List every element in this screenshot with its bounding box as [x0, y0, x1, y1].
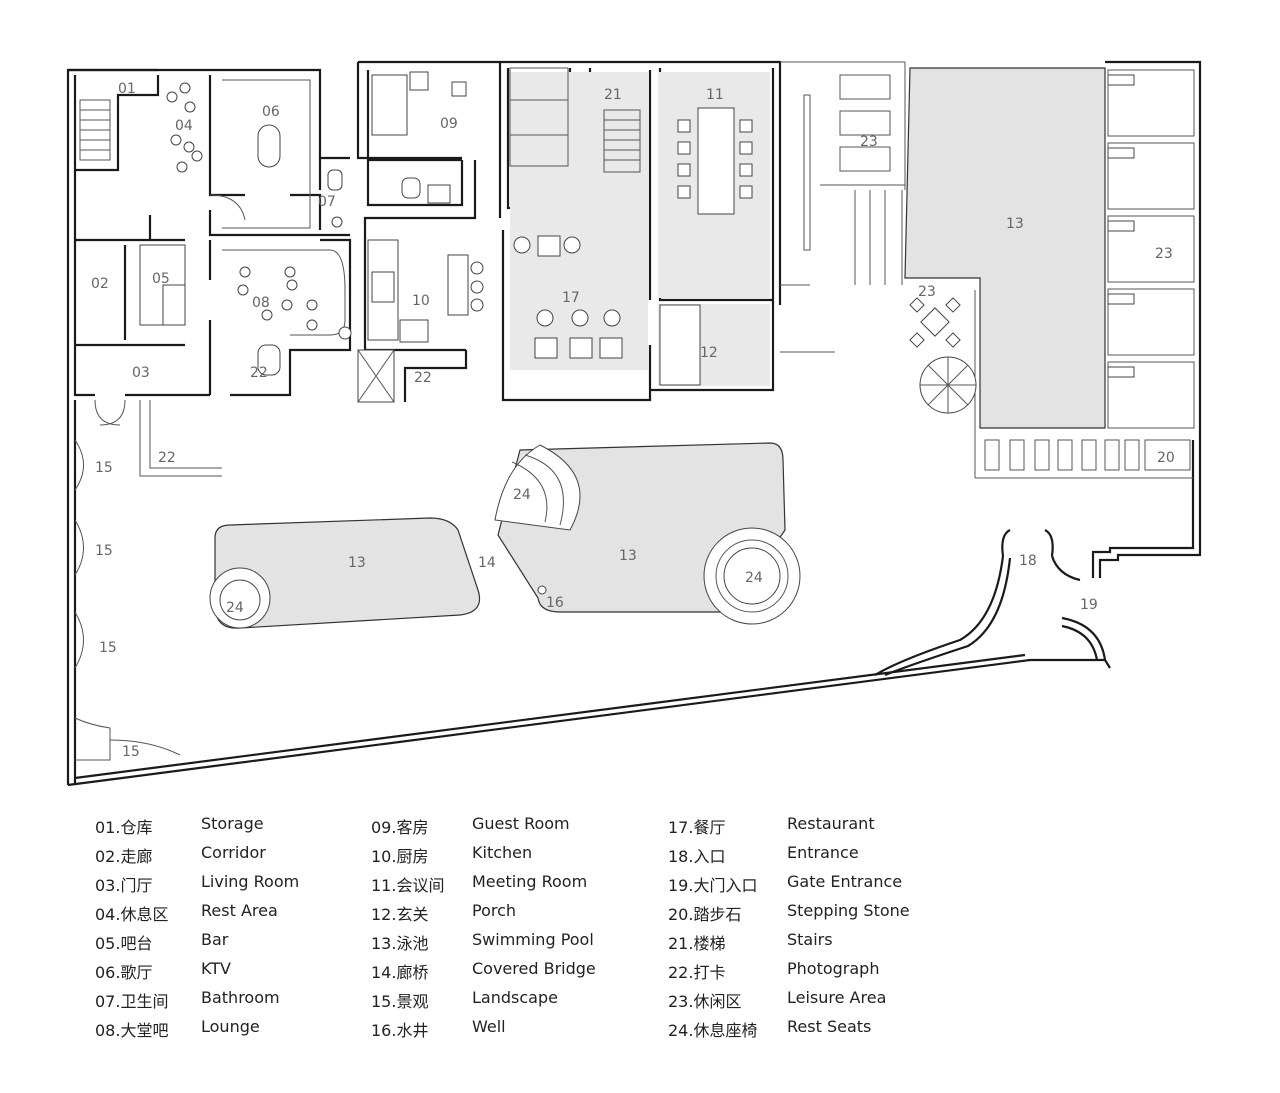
east-pool-area — [780, 61, 1195, 479]
legend-name: Bathroom — [201, 988, 280, 1007]
landscape-features — [74, 400, 1107, 761]
legend-name: KTV — [201, 959, 231, 978]
legend-name: Corridor — [201, 843, 266, 862]
label-08: 08 — [252, 295, 270, 311]
legend-name: Bar — [201, 930, 229, 949]
legend-name: Swimming Pool — [472, 930, 594, 949]
legend-name: Landscape — [472, 988, 558, 1007]
label-06: 06 — [262, 104, 280, 120]
label-15a: 15 — [95, 460, 113, 476]
legend-name: Guest Room — [472, 814, 570, 833]
label-15d: 15 — [122, 744, 140, 760]
label-22a: 22 — [250, 365, 268, 381]
label-18: 18 — [1019, 553, 1037, 569]
legend-code: 07.卫生间 — [95, 992, 169, 1011]
legend-code: 22.打卡 — [668, 963, 726, 982]
legend-code: 05.吧台 — [95, 934, 153, 953]
legend-code: 03.门厅 — [95, 876, 153, 895]
legend-code: 19.大门入口 — [668, 876, 758, 895]
label-15c: 15 — [99, 640, 117, 656]
legend-name: Rest Seats — [787, 1017, 872, 1036]
label-24c: 24 — [745, 570, 763, 586]
label-20: 20 — [1157, 450, 1175, 466]
label-16: 16 — [546, 595, 564, 611]
label-09: 09 — [440, 116, 458, 132]
legend-code: 14.廊桥 — [371, 963, 429, 982]
label-22b: 22 — [414, 370, 432, 386]
legend-name: Gate Entrance — [787, 872, 903, 891]
label-23a: 23 — [860, 134, 878, 150]
legend-name: Entrance — [787, 843, 859, 862]
legend-code: 09.客房 — [371, 818, 429, 837]
middle-wing-walls — [356, 60, 502, 403]
legend-name: Lounge — [201, 1017, 260, 1036]
label-02: 02 — [91, 276, 109, 292]
legend-code: 17.餐厅 — [668, 818, 726, 837]
label-24a: 24 — [226, 600, 244, 616]
label-23b: 23 — [1155, 246, 1173, 262]
label-15b: 15 — [95, 543, 113, 559]
label-01: 01 — [118, 81, 136, 97]
legend-code: 16.水井 — [371, 1021, 429, 1040]
label-17: 17 — [562, 290, 580, 306]
label-24b: 24 — [513, 487, 531, 503]
legend-code: 10.厨房 — [371, 847, 429, 866]
room-number-labels: 01 04 06 07 02 05 08 03 22 09 10 22 21 1… — [91, 81, 1175, 760]
label-13a: 13 — [1006, 216, 1024, 232]
legend-name: Living Room — [201, 872, 300, 891]
label-19: 19 — [1080, 597, 1098, 613]
label-04: 04 — [175, 118, 193, 134]
legend-name: Leisure Area — [787, 988, 887, 1007]
label-13c: 13 — [619, 548, 637, 564]
legend-code: 08.大堂吧 — [95, 1021, 169, 1040]
label-03: 03 — [132, 365, 150, 381]
legend-code: 04.休息区 — [95, 905, 169, 924]
legend-code: 06.歌厅 — [95, 963, 153, 982]
legend-code: 02.走廊 — [95, 847, 153, 866]
legend-name: Storage — [201, 814, 264, 833]
legend-name: Kitchen — [472, 843, 533, 862]
legend-code: 01.仓库 — [95, 818, 153, 837]
legend-code: 12.玄关 — [371, 905, 429, 924]
label-07: 07 — [318, 194, 336, 210]
legend-name: Stepping Stone — [787, 901, 910, 920]
legend-name: Rest Area — [201, 901, 278, 920]
east-wing-walls — [500, 60, 835, 402]
legend-name: Meeting Room — [472, 872, 588, 891]
label-05: 05 — [152, 271, 170, 287]
label-23c: 23 — [918, 284, 936, 300]
legend-name: Well — [472, 1017, 506, 1036]
legend-name: Restaurant — [787, 814, 875, 833]
legend-code: 18.入口 — [668, 847, 726, 866]
legend-code: 24.休息座椅 — [668, 1021, 758, 1040]
label-13b: 13 — [348, 555, 366, 571]
legend-code: 13.泳池 — [371, 934, 429, 953]
central-pools — [209, 442, 801, 629]
legend-code: 20.踏步石 — [668, 905, 742, 924]
legend-code: 11.会议间 — [371, 876, 445, 895]
label-12: 12 — [700, 345, 718, 361]
label-22c: 22 — [158, 450, 176, 466]
legend-name: Stairs — [787, 930, 833, 949]
legend-name: Photograph — [787, 959, 880, 978]
label-14: 14 — [478, 555, 496, 571]
legend-name: Porch — [472, 901, 517, 920]
legend-code: 23.休闲区 — [668, 992, 742, 1011]
west-wing-walls — [68, 68, 352, 426]
legend-name: Covered Bridge — [472, 959, 596, 978]
legend-code: 15.景观 — [371, 992, 429, 1011]
legend-code: 21.楼梯 — [668, 934, 726, 953]
label-10: 10 — [412, 293, 430, 309]
label-21: 21 — [604, 87, 622, 103]
label-11: 11 — [706, 87, 724, 103]
